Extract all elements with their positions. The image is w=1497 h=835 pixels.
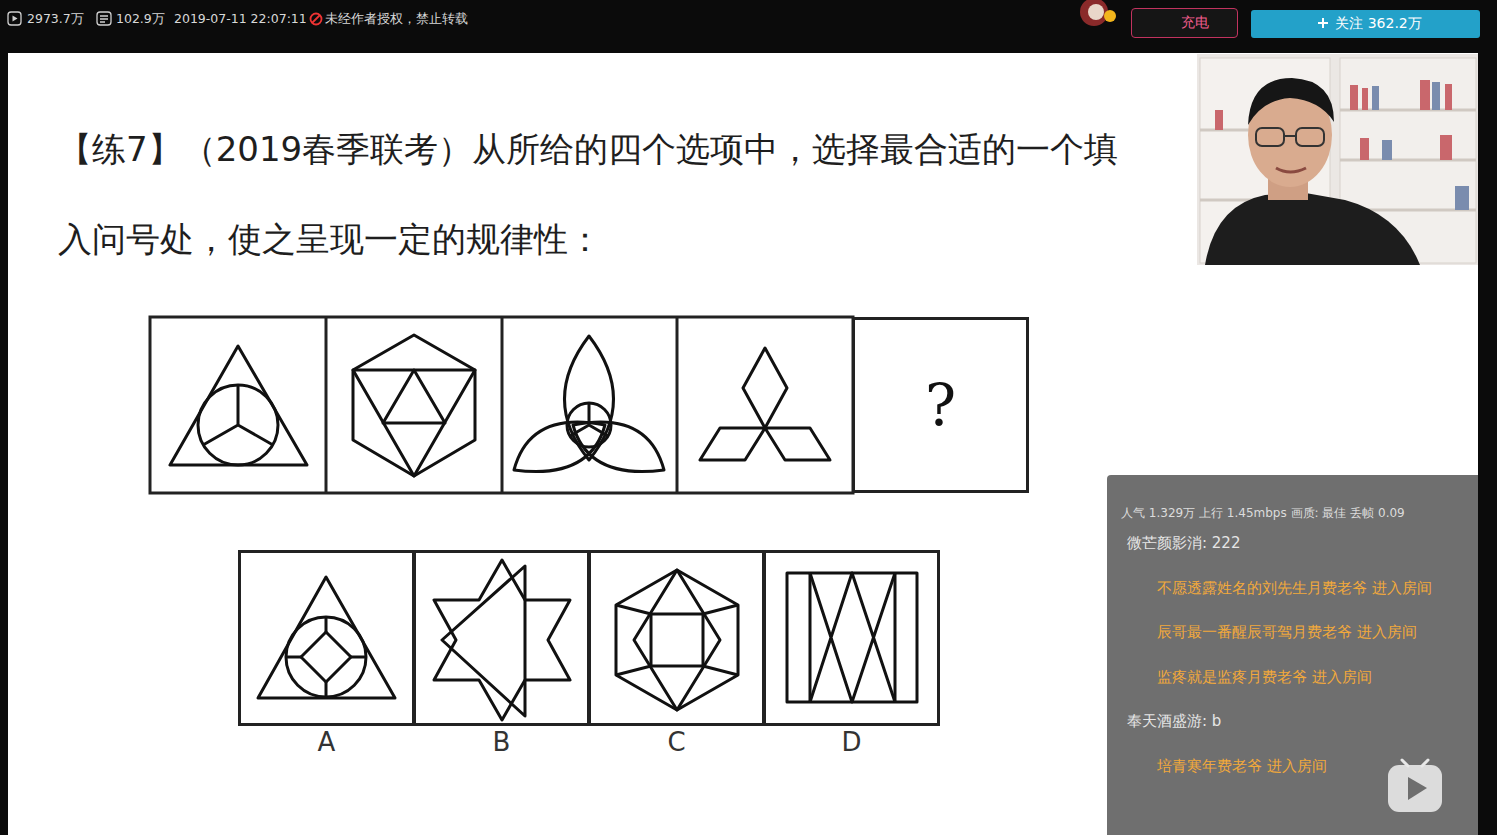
question-title: 【练7】（2019春季联考）从所给的四个选项中，选择最合适的一个填入问号处，使之… bbox=[58, 104, 1138, 284]
option-box: D bbox=[763, 550, 940, 726]
plus-icon bbox=[1318, 18, 1328, 28]
bar-stat: 未经作者授权，禁止转载 bbox=[325, 11, 468, 28]
status-line: 人气 1.329万 上行 1.45mbps 画质: 最佳 丢帧 0.09 bbox=[1121, 505, 1405, 522]
top-bar bbox=[0, 0, 1497, 53]
question-mark: ? bbox=[925, 371, 956, 439]
option-letter: C bbox=[591, 727, 762, 757]
chat-message: 不愿透露姓名的刘先生月费老爷 进入房间 bbox=[1157, 579, 1432, 598]
chat-message: 监疼就是监疼月费老爷 进入房间 bbox=[1157, 668, 1372, 687]
chat-panel: 人气 1.329万 上行 1.45mbps 画质: 最佳 丢帧 0.09 微芒颜影… bbox=[1107, 475, 1478, 835]
webcam-video bbox=[1197, 54, 1478, 265]
puzzle-figures bbox=[170, 335, 830, 476]
question-cell: ? bbox=[852, 317, 1029, 493]
option-letter: B bbox=[416, 727, 587, 757]
avatar bbox=[1080, 0, 1116, 26]
chat-message: 奉天酒盛游: b bbox=[1127, 712, 1221, 731]
puzzle-frame bbox=[150, 317, 853, 493]
option-box: C bbox=[588, 550, 765, 726]
slide bbox=[8, 53, 1478, 835]
charge-button: 充电 bbox=[1131, 8, 1238, 38]
option-letter: D bbox=[766, 727, 937, 757]
bar-stat: 102.9万 bbox=[116, 11, 165, 28]
follow-button: 关注 362.2万 bbox=[1251, 10, 1480, 38]
button-label: 充电 bbox=[1181, 14, 1209, 32]
option-letter: A bbox=[241, 727, 412, 757]
button-label: 关注 362.2万 bbox=[1335, 15, 1422, 33]
option-box: B bbox=[413, 550, 590, 726]
option-box: A bbox=[238, 550, 415, 726]
chat-message: 微芒颜影消: 222 bbox=[1127, 534, 1240, 553]
chat-message: 辰哥最一番醒辰哥驾月费老爷 进入房间 bbox=[1157, 623, 1417, 642]
chat-message: 培青寒年费老爷 进入房间 bbox=[1157, 757, 1327, 776]
bar-stat: 2019-07-11 22:07:11 bbox=[174, 11, 307, 26]
bar-stat: 2973.7万 bbox=[27, 11, 84, 28]
bilibili-logo bbox=[1388, 760, 1442, 812]
